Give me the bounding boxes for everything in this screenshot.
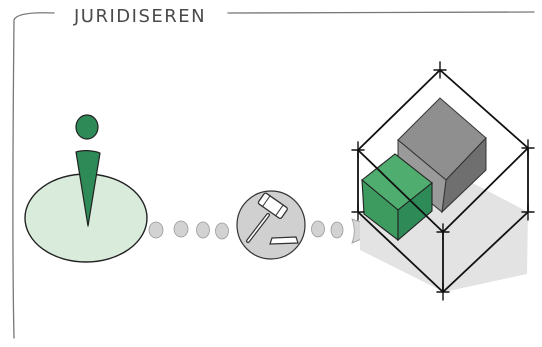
cube-icon — [351, 61, 535, 301]
diagram-title: JURIDISEREN — [74, 6, 207, 27]
connector-dots-2 — [311, 220, 344, 239]
connector-dots-1 — [148, 220, 229, 240]
frame — [12, 11, 535, 339]
gavel-icon — [236, 190, 306, 260]
person-pin-icon — [24, 114, 148, 263]
